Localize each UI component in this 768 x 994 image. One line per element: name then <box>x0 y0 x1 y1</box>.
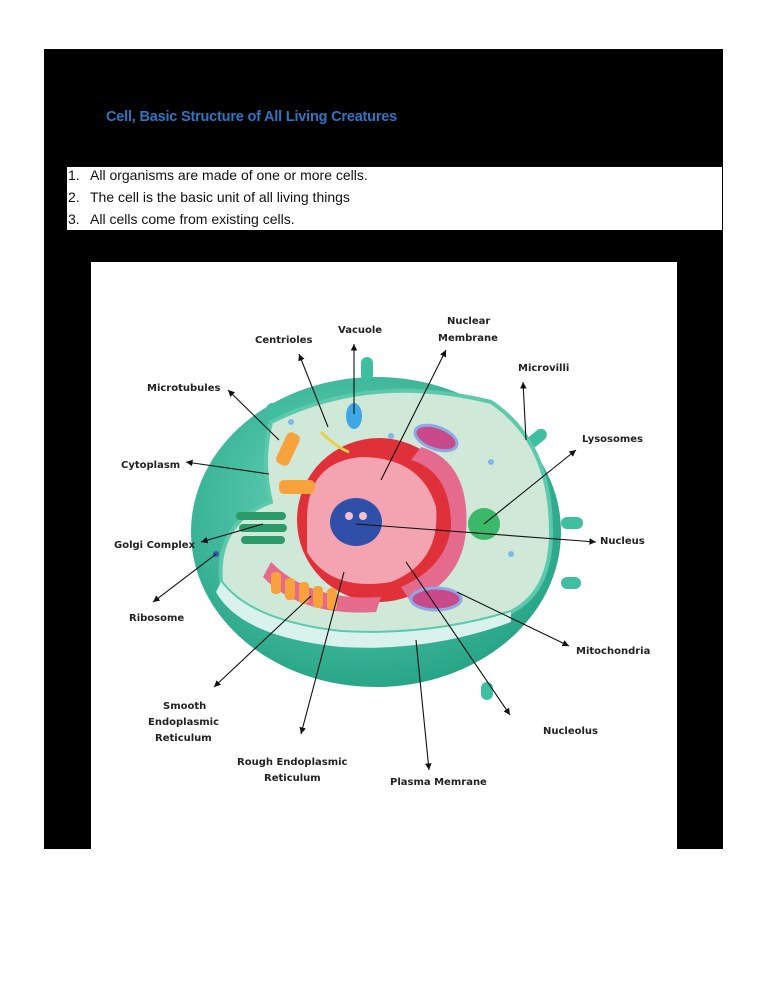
list-number: 2. <box>68 189 80 205</box>
label-ribosome: Ribosome <box>129 613 184 624</box>
cytoskeleton-fragment <box>279 480 315 494</box>
centriole <box>319 430 350 454</box>
smooth-er <box>271 572 337 610</box>
label-nucleolus: Nucleolus <box>543 726 598 737</box>
list-text: All organisms are made of one or more ce… <box>90 167 368 183</box>
list-text: All cells come from existing cells. <box>90 211 295 227</box>
label-nucleus: Nucleus <box>600 536 645 547</box>
label-cytoplasm: Cytoplasm <box>121 460 180 471</box>
label-nuclear-membrane-1: Nuclear <box>447 316 490 327</box>
label-smooth-er-1: Smooth <box>163 701 206 712</box>
page-title: Cell, Basic Structure of All Living Crea… <box>106 109 398 125</box>
label-mitochondria: Mitochondria <box>576 646 650 657</box>
microvillus <box>481 682 493 700</box>
list-number: 1. <box>68 167 80 183</box>
list-text: The cell is the basic unit of all living… <box>90 189 350 205</box>
microvillus <box>561 577 581 589</box>
label-microtubules: Microtubules <box>147 383 220 394</box>
label-centrioles: Centrioles <box>255 335 312 346</box>
nucleolus <box>330 498 382 546</box>
microtubule <box>276 432 300 466</box>
golgi-complex <box>236 512 287 544</box>
label-golgi: Golgi Complex <box>114 540 196 551</box>
mitochondrion <box>409 586 463 612</box>
leader-lines <box>152 344 597 771</box>
label-rough-er-2: Reticulum <box>264 773 321 784</box>
label-rough-er-1: Rough Endoplasmic <box>237 757 348 768</box>
label-nuclear-membrane-2: Membrane <box>438 333 498 344</box>
rough-er <box>401 447 467 602</box>
microvillus <box>361 357 373 381</box>
label-lysosomes: Lysosomes <box>582 434 643 445</box>
cell-diagram: Centrioles Vacuole Nuclear Membrane Micr… <box>91 262 677 849</box>
label-smooth-er-3: Reticulum <box>155 733 212 744</box>
label-plasma-membrane: Plasma Memrane <box>390 777 487 788</box>
label-microvilli: Microvilli <box>518 363 569 374</box>
principles-list: 1. All organisms are made of one or more… <box>67 167 722 230</box>
label-vacuole: Vacuole <box>338 325 382 336</box>
cell-body <box>191 357 583 700</box>
label-smooth-er-2: Endoplasmic <box>148 717 219 728</box>
cell-diagram-svg: Centrioles Vacuole Nuclear Membrane Micr… <box>114 316 650 788</box>
mitochondrion <box>413 423 459 453</box>
microvillus <box>561 517 583 529</box>
vacuole <box>346 403 362 429</box>
list-number: 3. <box>68 211 80 227</box>
